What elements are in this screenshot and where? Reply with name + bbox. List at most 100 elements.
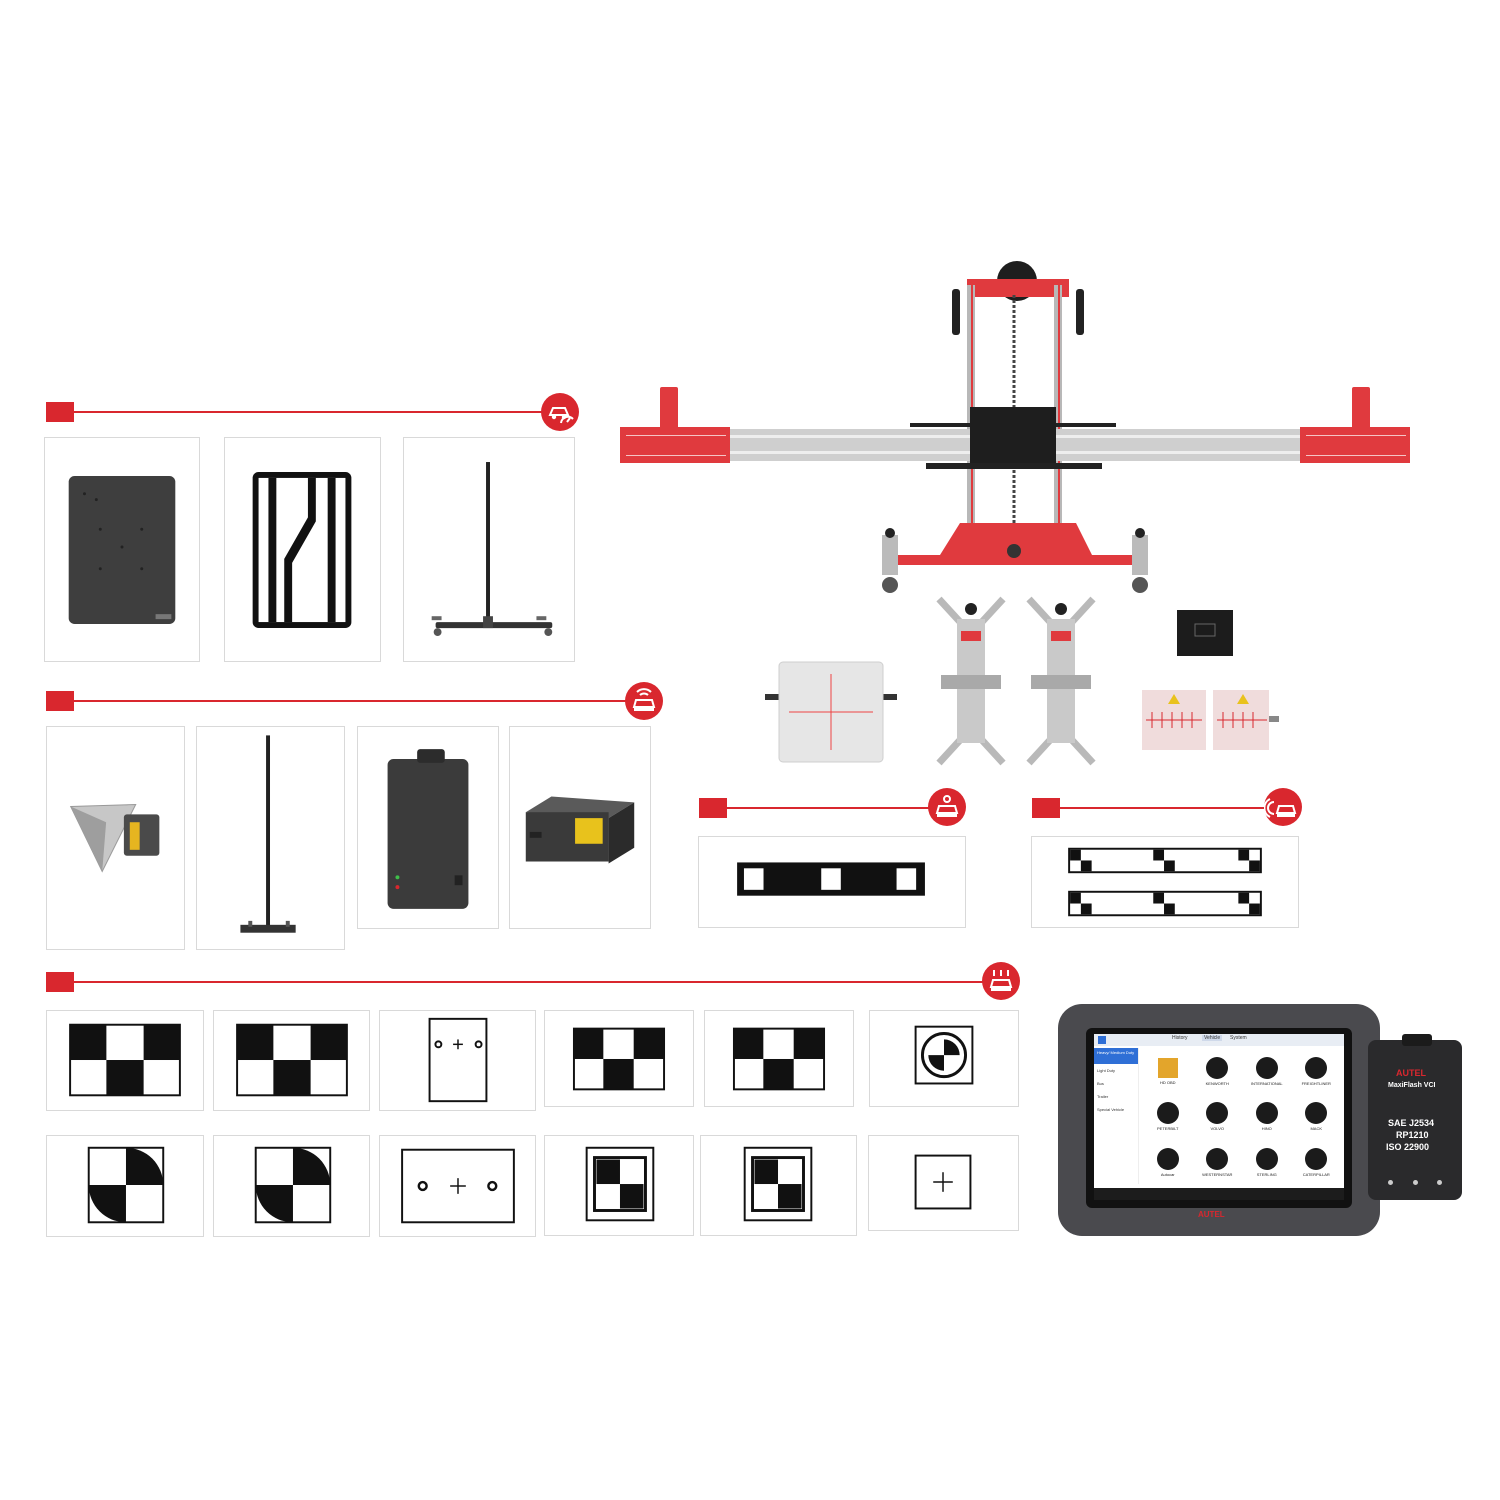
- section-4-divider: [1058, 807, 1268, 809]
- brand-tile[interactable]: HINO: [1243, 1095, 1291, 1138]
- target-stand-card[interactable]: [403, 437, 575, 662]
- brand-logo-icon: [1305, 1147, 1328, 1170]
- brand-tile[interactable]: PETERBILT: [1144, 1095, 1192, 1138]
- section-3-marker: [699, 798, 727, 818]
- radar-calibration-plate-card[interactable]: [44, 437, 200, 662]
- vci-device: AUTEL MaxiFlash VCI SAE J2534 RP1210 ISO…: [1368, 1034, 1462, 1200]
- section-1-marker: [46, 402, 74, 422]
- brand-tile[interactable]: FREIGHTLINER: [1293, 1050, 1341, 1093]
- tablet-tab-history[interactable]: History: [1172, 1035, 1188, 1041]
- quadrant-target-1[interactable]: [46, 1135, 204, 1237]
- brand-tile[interactable]: CATERPILLAR: [1293, 1141, 1341, 1184]
- section-2-marker: [46, 691, 74, 711]
- vci-spec-line-2: RP1210: [1396, 1130, 1429, 1140]
- tablet-brand-grid: HD OBD KENWORTH INTERNATIONAL FREIGHTLIN…: [1144, 1050, 1340, 1184]
- reflector-panel: [765, 660, 897, 764]
- brand-tile[interactable]: VOLVO: [1194, 1095, 1242, 1138]
- tablet-bottom-nav: [1094, 1188, 1344, 1200]
- circle-quadrant-target[interactable]: [869, 1010, 1019, 1107]
- brand-tile[interactable]: WESTERNSTAR: [1194, 1141, 1242, 1184]
- wheel-clamp-right: [1025, 595, 1097, 767]
- quadrant-target-2[interactable]: [213, 1135, 370, 1237]
- section-5-divider: [72, 981, 984, 983]
- brand-logo-icon: [1255, 1102, 1278, 1125]
- car-lane-camera-icon: [982, 962, 1020, 1000]
- checker-target-2[interactable]: [213, 1010, 370, 1111]
- brand-logo-icon: [1305, 1102, 1328, 1125]
- corner-reflector-card[interactable]: [46, 726, 185, 950]
- vci-spec-line-1: SAE J2534: [1388, 1118, 1435, 1128]
- target-stand: [431, 462, 553, 636]
- brand-tile[interactable]: MACK: [1293, 1095, 1341, 1138]
- checker-target-4[interactable]: [704, 1010, 854, 1107]
- menu-item-special[interactable]: Special Vehicle: [1097, 1107, 1125, 1112]
- battery-box-card[interactable]: [357, 726, 499, 929]
- tablet-tab-system[interactable]: System: [1230, 1035, 1247, 1041]
- plus-square-target[interactable]: [868, 1135, 1019, 1231]
- corner-reflector: [69, 803, 160, 873]
- brand-logo-icon: [1206, 1057, 1229, 1080]
- plus-circle-target-1[interactable]: [379, 1010, 536, 1111]
- calibration-frame: [620, 255, 1410, 605]
- vci-status-icons: [1388, 1180, 1442, 1186]
- car-rear-sensor-icon: [1263, 788, 1302, 826]
- brand-logo-icon: [1206, 1147, 1229, 1170]
- brand-logo-icon: [1156, 1102, 1179, 1125]
- brand-logo-icon: [1157, 1058, 1178, 1079]
- front-target-strip-card[interactable]: [698, 836, 966, 928]
- vci-model-label: MaxiFlash VCI: [1388, 1082, 1436, 1089]
- laser-ruler-left: [1142, 690, 1206, 750]
- brand-logo-icon: [1206, 1102, 1229, 1125]
- menu-item-trailer[interactable]: Trailer: [1097, 1094, 1109, 1099]
- brand-logo-icon: [1255, 1147, 1278, 1170]
- laser-box: [525, 796, 635, 864]
- tall-stand-card[interactable]: [196, 726, 345, 950]
- rear-target-strips: [1068, 847, 1262, 917]
- tablet-brand-label: AUTEL: [1198, 1210, 1225, 1219]
- car-speedometer-icon: [541, 393, 579, 431]
- lane-departure-target-card[interactable]: [224, 437, 381, 662]
- radar-reflector-plate: [68, 475, 176, 625]
- brand-logo-icon: [1156, 1147, 1179, 1170]
- vci-spec-line-3: ISO 22900: [1386, 1142, 1430, 1152]
- battery-box: [387, 749, 469, 909]
- menu-item-heavy[interactable]: Heavy/ Medium Duty: [1094, 1048, 1138, 1064]
- tablet-home-button[interactable]: [1098, 1036, 1106, 1044]
- section-5-marker: [46, 972, 74, 992]
- diagnostic-tablet: History Vehicle System Heavy/ Medium Dut…: [1058, 1004, 1380, 1236]
- framed-checker-target-2[interactable]: [700, 1135, 857, 1236]
- car-radar-icon: [625, 682, 663, 720]
- vehicle-icon: [1437, 1180, 1442, 1185]
- section-4-marker: [1032, 798, 1060, 818]
- tablet-left-menu: Heavy/ Medium Duty Light Duty Bus Traile…: [1094, 1048, 1139, 1184]
- framed-checker-target-1[interactable]: [544, 1135, 694, 1236]
- section-2-divider: [72, 700, 628, 702]
- tall-stand: [240, 735, 296, 933]
- section-3-divider: [725, 807, 930, 809]
- tablet-tab-vehicle[interactable]: Vehicle: [1202, 1035, 1223, 1041]
- brand-logo-icon: [1305, 1057, 1328, 1080]
- brand-tile[interactable]: STERLING: [1243, 1141, 1291, 1184]
- plus-circle-target-2[interactable]: [379, 1135, 536, 1237]
- laser-ruler-right: [1213, 690, 1279, 750]
- brand-tile[interactable]: INTERNATIONAL: [1243, 1050, 1291, 1093]
- laser-box-card[interactable]: [509, 726, 651, 929]
- rear-target-strips-card[interactable]: [1031, 836, 1299, 928]
- product-card-black: [1177, 610, 1233, 656]
- section-1-divider: [72, 411, 542, 413]
- vci-brand-label: AUTEL: [1396, 1068, 1426, 1078]
- brand-tile[interactable]: Autocar: [1144, 1141, 1192, 1184]
- lane-departure-target: [252, 472, 352, 628]
- wheel-clamp-left: [935, 595, 1007, 767]
- tablet-screen[interactable]: History Vehicle System Heavy/ Medium Dut…: [1094, 1034, 1344, 1200]
- checker-target-1[interactable]: [46, 1010, 204, 1111]
- wifi-icon: [1412, 1180, 1418, 1185]
- brand-logo-icon: [1255, 1057, 1278, 1080]
- brand-tile[interactable]: KENWORTH: [1194, 1050, 1242, 1093]
- checker-target-3[interactable]: [544, 1010, 694, 1107]
- car-front-camera-icon: [928, 788, 966, 826]
- brand-tile[interactable]: HD OBD: [1144, 1050, 1192, 1093]
- menu-item-light[interactable]: Light Duty: [1097, 1068, 1116, 1073]
- power-icon: [1388, 1180, 1393, 1185]
- menu-item-bus[interactable]: Bus: [1097, 1081, 1104, 1086]
